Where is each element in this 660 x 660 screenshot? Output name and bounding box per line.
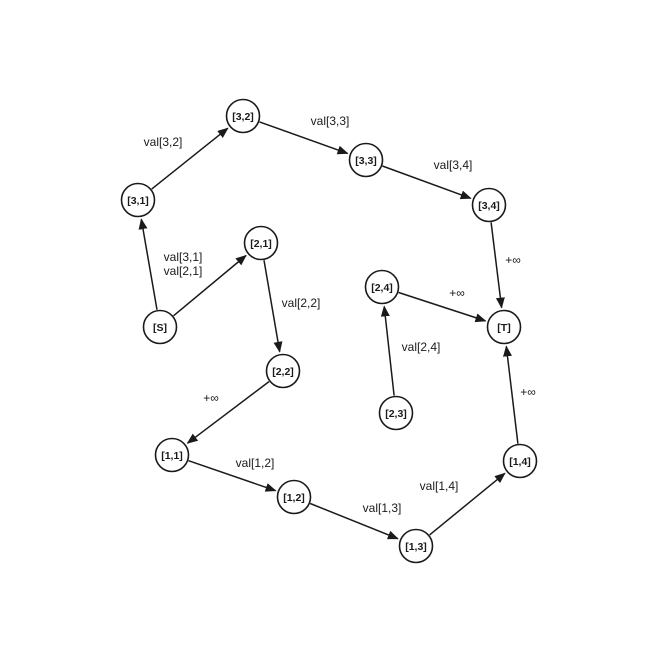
node-circle: [243, 225, 279, 261]
node-label: [3,1]: [127, 195, 149, 207]
node-circle: [378, 395, 414, 431]
edge-label: val[1,2]: [236, 456, 275, 470]
node-2-2: [2,2]: [265, 353, 301, 389]
edge-arrow-1-2-to-1-3: [309, 502, 399, 540]
edge-label: val[1,3]: [363, 501, 402, 515]
node-label: [3,4]: [478, 200, 500, 212]
node-1-2: [1,2]: [276, 479, 312, 515]
edge-arrow-2-4-to-T: [398, 291, 487, 323]
node-1-3: [1,3]: [398, 528, 434, 564]
edge-arrow-3-2-to-3-3: [259, 121, 349, 155]
edge-arrow-3-3-to-3-4: [382, 165, 472, 200]
edge-arrow-3-1-to-3-2: [151, 127, 229, 190]
node-circle: [225, 98, 261, 134]
node-label: [T]: [497, 322, 510, 334]
node-3-1: [3,1]: [120, 182, 156, 218]
node-2-3: [2,3]: [378, 395, 414, 431]
node-circle: [471, 187, 507, 223]
node-S: [S]: [142, 309, 178, 345]
edge-label: val[2,4]: [402, 340, 441, 354]
edge-label: +∞: [203, 391, 219, 405]
node-label: [2,4]: [371, 282, 393, 294]
node-circle: [364, 269, 400, 305]
node-3-2: [3,2]: [225, 98, 261, 134]
node-label: [1,3]: [405, 541, 427, 553]
edge-label: +∞: [505, 253, 521, 267]
node-circle: [154, 437, 190, 473]
node-label: [3,3]: [355, 155, 377, 167]
node-2-4: [2,4]: [364, 269, 400, 305]
edge-arrow-S-to-2-1: [173, 254, 247, 317]
node-circle: [142, 309, 178, 345]
node-circle: [348, 142, 384, 178]
edge-label: val[3,2]: [144, 135, 183, 149]
node-circle: [398, 528, 434, 564]
edge-label: +∞: [449, 286, 465, 300]
node-circle: [265, 353, 301, 389]
node-3-3: [3,3]: [348, 142, 384, 178]
node-label: [1,2]: [283, 492, 305, 504]
edge-label: val[2,2]: [282, 296, 321, 310]
edge-label: +∞: [520, 385, 536, 399]
node-circle: [120, 182, 156, 218]
node-label: [3,2]: [232, 111, 254, 123]
node-2-1: [2,1]: [243, 225, 279, 261]
edge-arrow-S-to-3-1: [138, 218, 158, 310]
edge-arrow-2-2-to-1-1: [186, 381, 270, 444]
node-label: [1,4]: [509, 456, 531, 468]
edge-label: val[3,4]: [434, 158, 473, 172]
node-label: [2,2]: [272, 366, 294, 378]
edge-arrow-2-3-to-2-4: [380, 305, 395, 396]
edge-arrow-2-1-to-2-2: [263, 260, 283, 353]
node-3-4: [3,4]: [471, 187, 507, 223]
edge-label: val[3,3]: [311, 114, 350, 128]
node-label: [S]: [153, 322, 167, 334]
node-1-1: [1,1]: [154, 437, 190, 473]
node-circle: [502, 443, 538, 479]
edge-arrow-3-4-to-T: [490, 222, 505, 309]
edge-label: val[3,1]: [164, 250, 203, 264]
edge-label: val[2,1]: [164, 264, 203, 278]
node-circle: [486, 309, 522, 345]
node-circle: [276, 479, 312, 515]
node-1-4: [1,4]: [502, 443, 538, 479]
node-label: [2,1]: [250, 238, 272, 250]
edge-label: val[1,4]: [420, 479, 459, 493]
node-label: [1,1]: [161, 450, 183, 462]
edge-arrow-1-1-to-1-2: [188, 459, 277, 492]
edge-arrow-1-4-to-T: [503, 345, 519, 444]
edge-arrow-1-3-to-1-4: [429, 472, 506, 536]
node-T: [T]: [486, 309, 522, 345]
node-label: [2,3]: [385, 408, 407, 420]
